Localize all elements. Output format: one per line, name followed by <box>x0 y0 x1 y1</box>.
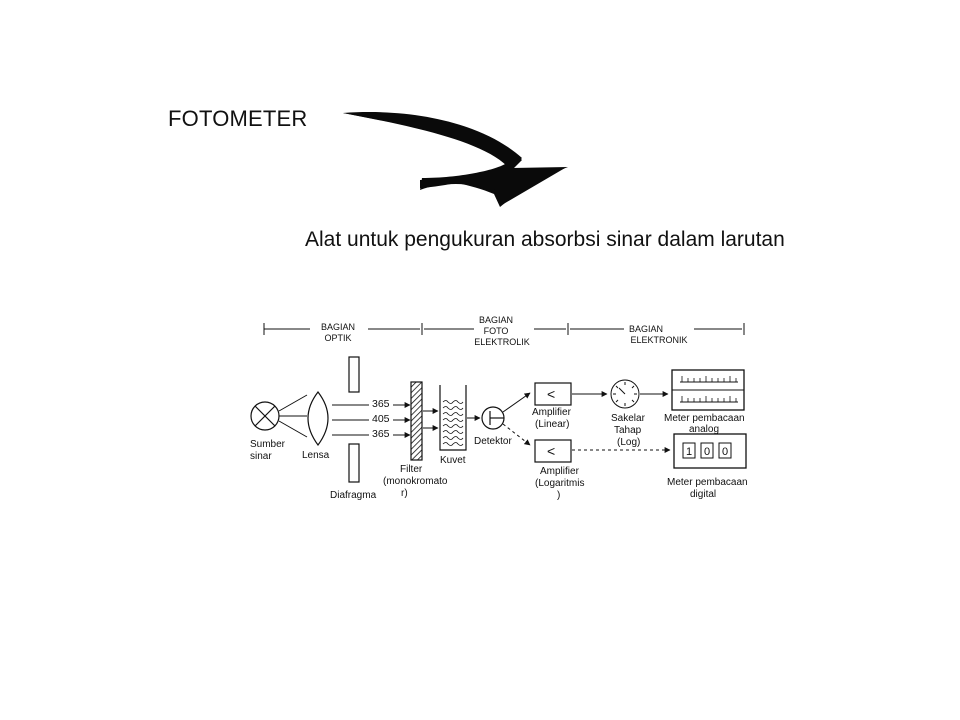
filter-to-cuvette-arrows <box>423 408 439 431</box>
switch-label-line1: Sakelar <box>611 413 646 424</box>
analog-meter-label-line1: Meter pembacaan <box>664 413 745 424</box>
source-label-line1: Sumber <box>250 439 286 450</box>
filter-label-line3: r) <box>401 488 408 499</box>
amplifier-log-symbol: < <box>547 443 555 459</box>
analog-meter-icon <box>671 369 745 411</box>
digital-digit-2: 0 <box>704 446 710 458</box>
digital-meter-label-line2: digital <box>690 489 716 500</box>
detector-icon <box>481 406 505 430</box>
section-optik-line1: BAGIAN <box>321 322 355 332</box>
lens-label: Lensa <box>302 450 330 461</box>
cuvette-icon <box>439 385 467 451</box>
digital-digit-3: 0 <box>722 446 728 458</box>
source-label-line2: sinar <box>250 451 272 462</box>
detector-to-linear-arrow <box>502 392 531 413</box>
analog-meter-label-line2: analog <box>689 424 719 435</box>
switch-label-line2: Tahap <box>614 425 642 436</box>
big-curved-arrow-body <box>343 112 565 206</box>
detector-label: Detektor <box>474 436 512 447</box>
filter-label-line1: Filter <box>400 464 423 475</box>
amplifier-linear-symbol: < <box>547 386 555 402</box>
filter-icon <box>410 381 423 461</box>
wavelength-1: 365 <box>372 398 390 410</box>
digital-digit-1: 1 <box>686 446 692 458</box>
section-dimension-line <box>263 323 745 335</box>
lens-icon <box>307 391 329 447</box>
step-switch-icon <box>610 379 640 409</box>
section-optik-line2: OPTIK <box>324 333 351 343</box>
light-rays <box>278 394 308 438</box>
diaphragm-top-icon <box>348 356 360 393</box>
amplifier-log-box <box>534 439 572 463</box>
switch-label-line3: (Log) <box>617 437 640 448</box>
amplifier-log-label-line3: ) <box>557 490 560 501</box>
amplifier-log-label-line2: (Logaritmis <box>535 478 584 489</box>
amplifier-linear-label-line1: Amplifier <box>532 407 572 418</box>
diaphragm-label: Diafragma <box>330 490 377 501</box>
digital-meter-label-line1: Meter pembacaan <box>667 477 748 488</box>
page-subtitle: Alat untuk pengukuran absorbsi sinar dal… <box>305 228 785 251</box>
diaphragm-bottom-icon <box>348 443 360 483</box>
amplifier-linear-box <box>534 382 572 406</box>
filter-label-line2: (monokromato <box>383 476 448 487</box>
cuvette-label: Kuvet <box>440 455 466 466</box>
digital-meter-icon <box>673 433 747 469</box>
amplifier-log-label-line1: Amplifier <box>540 466 580 477</box>
wavelength-3: 365 <box>372 428 390 440</box>
section-elektronik-line1: BAGIAN <box>629 324 663 334</box>
section-foto-line1: BAGIAN <box>479 315 513 325</box>
section-foto-line3: ELEKTROLIK <box>474 337 530 347</box>
section-foto-line2: FOTO <box>484 326 509 336</box>
page-title: FOTOMETER <box>168 106 308 131</box>
section-elektronik-line2: ELEKTRONIK <box>630 335 687 345</box>
amplifier-linear-label-line2: (Linear) <box>535 419 569 430</box>
light-source-icon <box>250 401 280 431</box>
wavelength-2: 405 <box>372 413 390 425</box>
